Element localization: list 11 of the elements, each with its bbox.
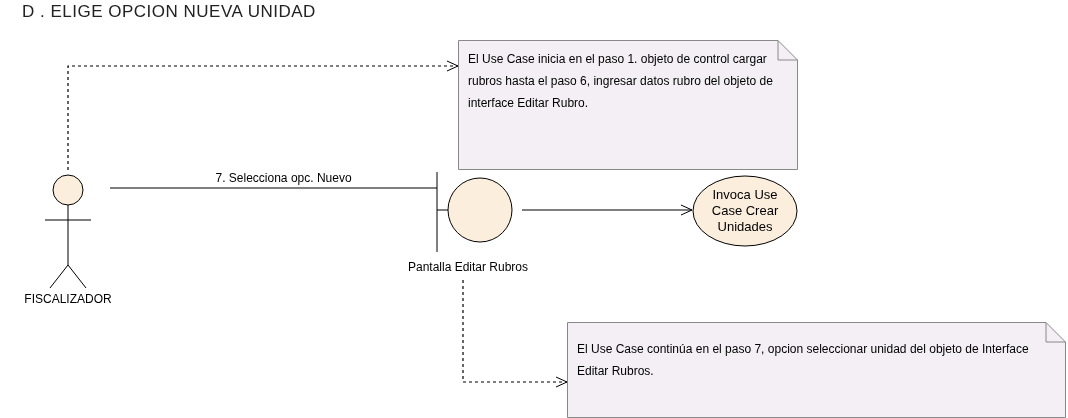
use-case-name: Invoca Use Case Crear Unidades [710, 187, 780, 235]
actor-name: FISCALIZADOR [23, 292, 113, 306]
object-name: Pantalla Editar Rubros [406, 260, 530, 274]
dashed-arrow [462, 279, 568, 388]
edge-label: 7. Selecciona opc. Nuevo [215, 171, 352, 185]
note-text: El Use Case inicia en el paso 1. objeto de control cargar rubros hasta el paso 6, ingresar datos rubro del objeto de interface Editar Rubro. [468, 51, 774, 112]
arrow [521, 204, 693, 216]
diagram-title: D . ELIGE OPCION NUEVA UNIDAD [22, 2, 316, 22]
connector-line [109, 187, 438, 189]
dashed-arrow [67, 60, 459, 171]
note-text: El Use Case continúa en el paso 7, opcion seleccionar unidad del objeto de Interface Editar Rubros. [577, 341, 1030, 380]
